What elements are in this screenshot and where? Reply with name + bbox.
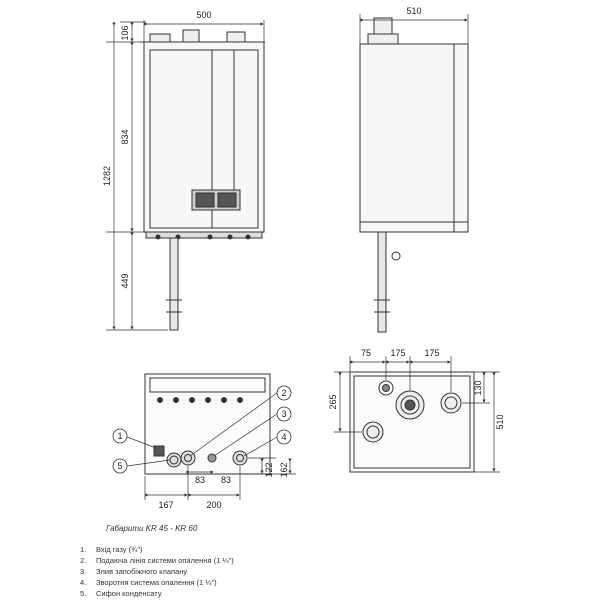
dim-bottom-83-lower: 83 <box>195 475 205 485</box>
legend-item: 2. Подаючa лінія системи опалення (1 ¼") <box>80 555 234 566</box>
legend-text: Вхід газу (¾") <box>96 545 143 554</box>
bottom-dimensions <box>144 457 296 500</box>
legend-number: 2. <box>80 556 87 565</box>
front-dimensions <box>106 20 265 331</box>
dim-lower-height: 449 <box>120 273 130 288</box>
callout-1: 1 <box>117 431 122 441</box>
dim-top-175b: 175 <box>424 348 439 358</box>
dim-top-offset: 106 <box>120 25 130 40</box>
legend-item: 4. Зворотня система опалення (1 ¼") <box>80 577 234 588</box>
connection-legend: 1. Вхід газу (¾") 2. Подаючa лінія системи… <box>80 544 234 599</box>
dim-top-510: 510 <box>495 414 505 429</box>
legend-number: 1. <box>80 545 87 554</box>
figure-caption: Габарити KR 45 - KR 60 <box>106 524 198 533</box>
legend-item: 1. Вхід газу (¾") <box>80 544 234 555</box>
dim-top-130: 130 <box>473 380 483 395</box>
callout-2: 2 <box>281 388 286 398</box>
dim-front-width: 500 <box>196 10 211 20</box>
dim-top-265: 265 <box>328 394 338 409</box>
top-dimensions <box>334 356 500 473</box>
legend-number: 4. <box>80 578 87 587</box>
legend-item: 5. Сифон конденсату <box>80 588 234 599</box>
bottom-view <box>144 373 271 475</box>
callouts <box>112 385 292 474</box>
dim-side-width: 510 <box>406 6 421 16</box>
legend-text: Злив запобіжного клапану <box>96 567 188 576</box>
dim-bottom-200: 200 <box>206 500 221 510</box>
dim-total-height: 1282 <box>102 166 112 186</box>
dim-bottom-83-right: 83 <box>221 475 231 485</box>
legend-number: 5. <box>80 589 87 598</box>
front-view <box>140 29 265 331</box>
dim-bottom-162: 162 <box>279 462 289 477</box>
dim-body-height: 834 <box>120 129 130 144</box>
legend-text: Подаючa лінія системи опалення (1 ¼") <box>96 556 234 565</box>
legend-number: 3. <box>80 567 87 576</box>
legend-text: Сифон конденсату <box>96 589 162 598</box>
callout-4: 4 <box>281 432 286 442</box>
side-view <box>359 17 469 333</box>
dim-bottom-167: 167 <box>158 500 173 510</box>
legend-text: Зворотня система опалення (1 ¼") <box>96 578 217 587</box>
callout-5: 5 <box>117 461 122 471</box>
dim-top-75: 75 <box>361 348 371 358</box>
boiler-dimension-drawing: 500 106 834 1282 449 510 <box>102 6 505 510</box>
dim-bottom-122: 122 <box>264 462 274 477</box>
callout-leaders <box>126 392 278 467</box>
legend-item: 3. Злив запобіжного клапану <box>80 566 234 577</box>
dim-top-175a: 175 <box>390 348 405 358</box>
callout-3: 3 <box>281 409 286 419</box>
top-view <box>349 371 475 473</box>
